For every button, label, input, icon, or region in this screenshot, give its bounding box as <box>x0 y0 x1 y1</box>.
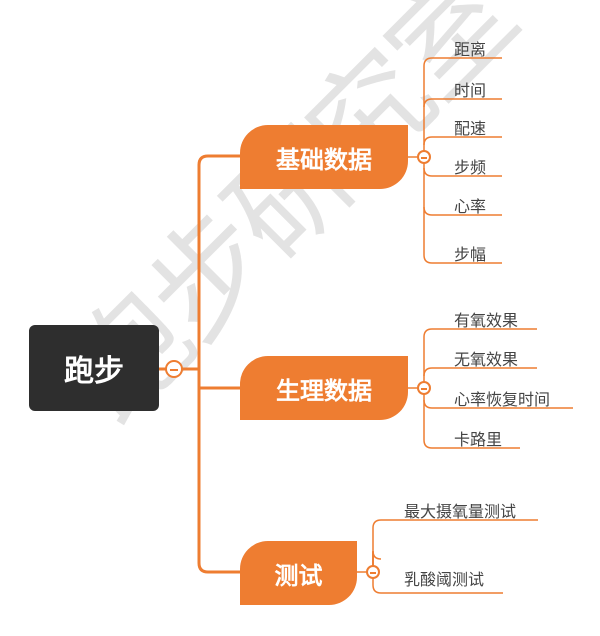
leaf-node[interactable]: 心率恢复时间 <box>454 390 551 409</box>
leaf-node[interactable]: 步幅 <box>454 245 487 264</box>
leaf-node[interactable]: 配速 <box>454 119 487 138</box>
leaf-node[interactable]: 最大摄氧量测试 <box>404 502 517 521</box>
branch-collapse-toggle[interactable] <box>417 150 431 164</box>
branch-collapse-toggle[interactable] <box>366 565 380 579</box>
branch-label: 基础数据 <box>276 145 372 174</box>
branch-node-tests[interactable]: 测试 <box>240 541 357 605</box>
branch-collapse-toggle[interactable] <box>417 381 431 395</box>
leaf-node[interactable]: 乳酸阈测试 <box>404 570 485 589</box>
branch-label: 生理数据 <box>276 376 372 405</box>
leaf-node[interactable]: 时间 <box>454 81 487 100</box>
branch-label: 测试 <box>274 561 323 590</box>
leaf-node[interactable]: 步频 <box>454 158 487 177</box>
leaf-node[interactable]: 距离 <box>454 40 487 59</box>
branch-node-physiological-data[interactable]: 生理数据 <box>240 356 408 420</box>
root-label: 跑步 <box>64 354 124 389</box>
leaf-node[interactable]: 心率 <box>454 197 487 216</box>
branch-node-basic-data[interactable]: 基础数据 <box>240 125 408 189</box>
leaf-node[interactable]: 无氧效果 <box>454 350 519 369</box>
leaf-node[interactable]: 有氧效果 <box>454 311 519 330</box>
root-collapse-toggle[interactable] <box>165 360 183 378</box>
root-node[interactable]: 跑步 <box>29 325 159 411</box>
leaf-node[interactable]: 卡路里 <box>454 430 503 449</box>
